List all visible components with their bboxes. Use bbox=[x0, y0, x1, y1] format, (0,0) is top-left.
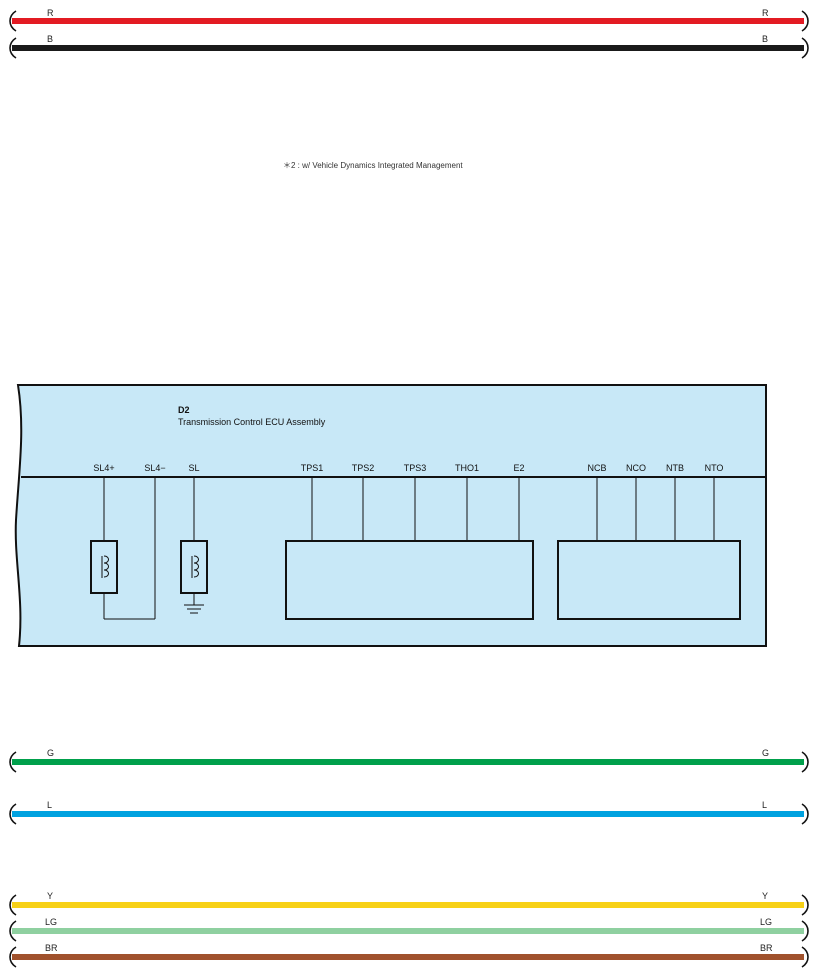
wire-break-right bbox=[801, 803, 809, 825]
wire-y: Y Y bbox=[9, 891, 809, 916]
wire-b: B B bbox=[9, 34, 809, 59]
sensor-block-speed bbox=[557, 477, 741, 620]
pin-label-sl: SL bbox=[188, 463, 199, 473]
wire-break-left bbox=[9, 894, 17, 916]
wire-break-left bbox=[9, 946, 17, 968]
wire-r-label-right: R bbox=[762, 8, 769, 18]
wire-y-label-left: Y bbox=[47, 891, 53, 901]
pin-label-ncb: NCB bbox=[587, 463, 606, 473]
wire-g-label-left: G bbox=[47, 748, 54, 758]
wire-g-label-right: G bbox=[762, 748, 769, 758]
wire-break-right bbox=[801, 946, 809, 968]
pin-label-sl4p: SL4+ bbox=[93, 463, 114, 473]
wire-lg-label-right: LG bbox=[760, 917, 772, 927]
wire-br: BR BR bbox=[9, 943, 809, 968]
ground-icon bbox=[184, 604, 204, 614]
wire-r-label-left: R bbox=[47, 8, 54, 18]
wire-break-left bbox=[9, 803, 17, 825]
wire-break-left bbox=[9, 920, 17, 942]
sensor-box-tps bbox=[285, 540, 534, 620]
sl-solenoid-circuit bbox=[180, 477, 208, 614]
pin-label-nto: NTO bbox=[705, 463, 724, 473]
pin-label-ntb: NTB bbox=[666, 463, 684, 473]
wire-br-label-left: BR bbox=[45, 943, 58, 953]
sensor-box-speed bbox=[557, 540, 741, 620]
wire-r: R R bbox=[9, 8, 809, 32]
wire-g: G G bbox=[9, 748, 809, 773]
footnote: ＊2 : w/ Vehicle Dynamics Integrated Mana… bbox=[283, 161, 463, 170]
ecu-name: Transmission Control ECU Assembly bbox=[178, 417, 326, 427]
wire-l-label-left: L bbox=[47, 800, 52, 810]
wire-break-right bbox=[801, 751, 809, 773]
pin-label-tho1: THO1 bbox=[455, 463, 479, 473]
ecu-panel-body bbox=[14, 384, 767, 647]
pin-label-tps3: TPS3 bbox=[404, 463, 427, 473]
ecu-panel: D2 Transmission Control ECU Assembly SL4… bbox=[14, 384, 767, 647]
wire-break-left bbox=[9, 751, 17, 773]
pin-label-tps1: TPS1 bbox=[301, 463, 324, 473]
ecu-code: D2 bbox=[178, 405, 190, 415]
solenoid-coil-icon bbox=[191, 555, 199, 578]
wire-br-label-right: BR bbox=[760, 943, 773, 953]
wire-break-left bbox=[9, 37, 17, 59]
sl4-solenoid-circuit bbox=[90, 477, 156, 620]
wire-b-label-left: B bbox=[47, 34, 53, 44]
pin-label-tps2: TPS2 bbox=[352, 463, 375, 473]
wire-break-right bbox=[801, 920, 809, 942]
pin-label-sl4m: SL4− bbox=[144, 463, 165, 473]
wire-lg: LG LG bbox=[9, 917, 809, 942]
wire-lg-label-left: LG bbox=[45, 917, 57, 927]
pin-label-nco: NCO bbox=[626, 463, 646, 473]
sensor-block-tps bbox=[285, 477, 534, 620]
wire-b-label-right: B bbox=[762, 34, 768, 44]
wire-l: L L bbox=[9, 800, 809, 825]
solenoid-coil-icon bbox=[101, 555, 109, 578]
wire-break-right bbox=[801, 894, 809, 916]
wire-break-left bbox=[9, 10, 17, 32]
wire-l-label-right: L bbox=[762, 800, 767, 810]
wire-break-right bbox=[801, 10, 809, 32]
pin-label-e2: E2 bbox=[513, 463, 524, 473]
wire-y-label-right: Y bbox=[762, 891, 768, 901]
wire-break-right bbox=[801, 37, 809, 59]
